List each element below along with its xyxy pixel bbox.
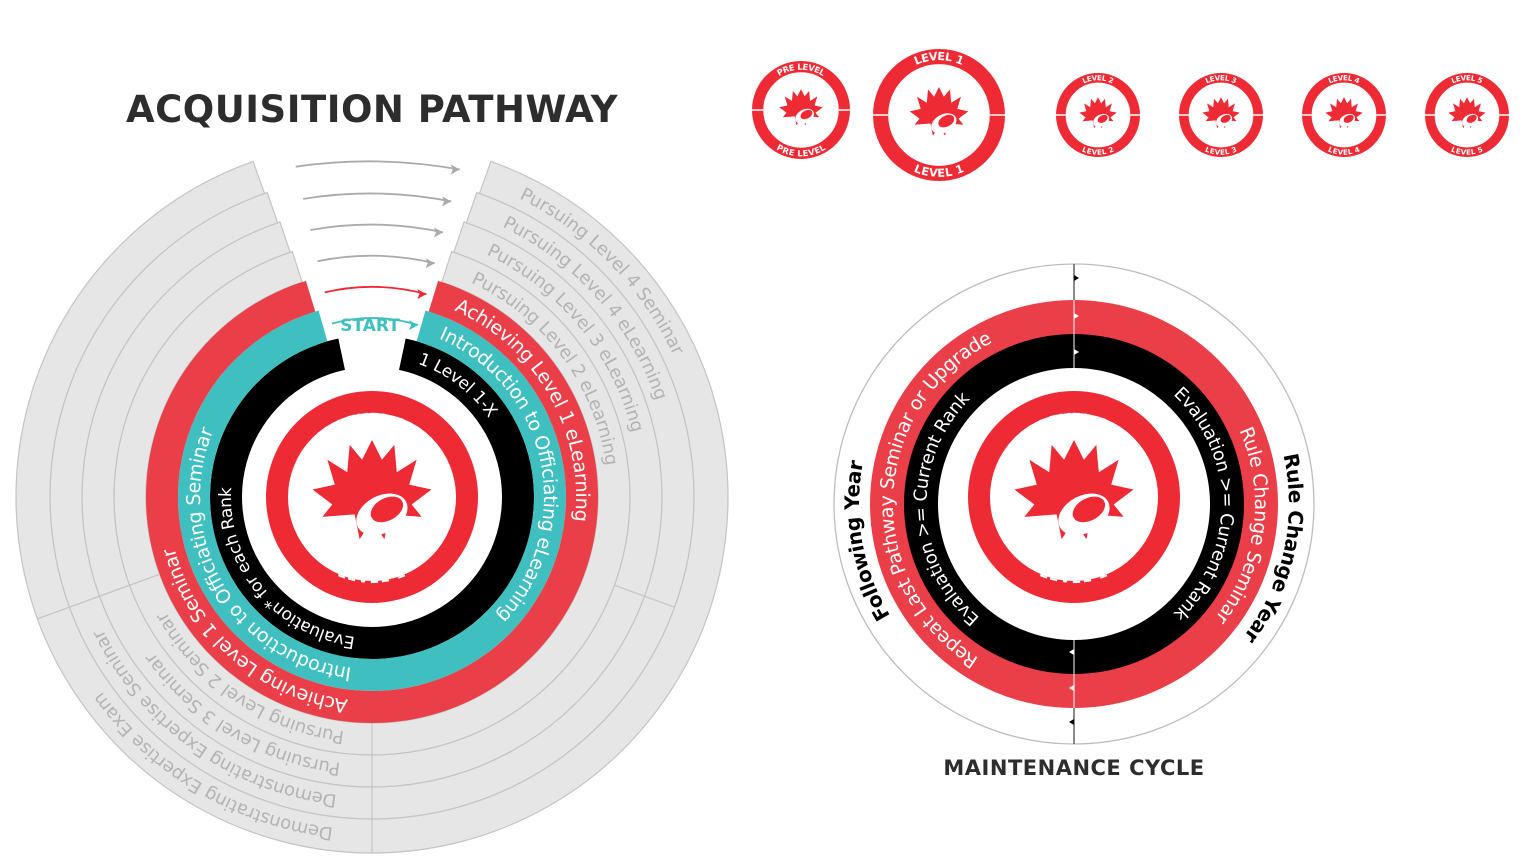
badge-bottom-label: LEVEL 1 bbox=[912, 162, 965, 180]
center-badge-top-label: LEVEL 1 bbox=[335, 411, 407, 434]
svg-text:LEVEL 1: LEVEL 1 bbox=[335, 411, 408, 434]
cycle-arrow-icon bbox=[1074, 313, 1079, 319]
start-label: START bbox=[340, 316, 400, 336]
svg-text:LEVEL 3: LEVEL 3 bbox=[1204, 145, 1238, 157]
mc-badge-top-label: LEVEL 1 bbox=[1037, 411, 1109, 434]
arrowhead-icon bbox=[425, 258, 435, 269]
svg-text:LEVEL 1: LEVEL 1 bbox=[912, 162, 965, 180]
gray-ring-4 bbox=[15, 160, 729, 854]
badge-bottom-label: LEVEL 5 bbox=[1450, 145, 1484, 157]
svg-text:LEVEL 3: LEVEL 3 bbox=[1204, 73, 1238, 85]
cycle-arrow-icon bbox=[1074, 349, 1079, 355]
svg-text:LEVEL 1: LEVEL 1 bbox=[335, 564, 408, 587]
svg-text:LEVEL 1: LEVEL 1 bbox=[912, 50, 965, 68]
cycle-arrow-icon bbox=[1069, 719, 1074, 725]
svg-text:LEVEL 5: LEVEL 5 bbox=[1450, 145, 1484, 157]
mc-badge-bottom-label: LEVEL 1 bbox=[1037, 564, 1109, 587]
arrowhead-icon bbox=[409, 320, 419, 331]
cycle-arrow-icon bbox=[1074, 275, 1079, 281]
badge-top-label: LEVEL 3 bbox=[1204, 73, 1238, 85]
maintenance-cycle-title: MAINTENANCE CYCLE bbox=[943, 756, 1205, 780]
badge-top-label: LEVEL 2 bbox=[1081, 73, 1115, 85]
svg-text:LEVEL 4: LEVEL 4 bbox=[1327, 73, 1361, 85]
level-badge: LEVEL 1 LEVEL 1 bbox=[873, 49, 1005, 181]
badge-top-label: LEVEL 5 bbox=[1450, 73, 1484, 85]
cycle-arrow-icon bbox=[1069, 649, 1074, 655]
progression-arrow bbox=[303, 192, 452, 203]
cycle-arrow-icon bbox=[1069, 685, 1074, 691]
progression-arrow bbox=[331, 317, 419, 326]
center-badge-bottom-label: LEVEL 1 bbox=[335, 564, 407, 587]
acquisition-pathway-title: ACQUISITION PATHWAY bbox=[126, 88, 618, 131]
progression-arrow bbox=[324, 285, 427, 296]
progression-arrow bbox=[317, 254, 435, 265]
progression-arrow bbox=[295, 160, 460, 171]
svg-text:LEVEL 2: LEVEL 2 bbox=[1081, 73, 1115, 85]
level-badge: LEVEL 4 LEVEL 4 bbox=[1302, 73, 1386, 157]
svg-text:LEVEL 1: LEVEL 1 bbox=[1037, 411, 1110, 434]
acquisition-center-badge: LEVEL 1 LEVEL 1 bbox=[266, 391, 478, 603]
svg-text:LEVEL 1: LEVEL 1 bbox=[1037, 564, 1110, 587]
arrowhead-icon bbox=[442, 196, 452, 207]
arrowhead-icon bbox=[433, 227, 443, 238]
level-badge: LEVEL 5 LEVEL 5 bbox=[1425, 73, 1509, 157]
maintenance-center-badge: LEVEL 1 LEVEL 1 bbox=[968, 391, 1180, 603]
ring-divider bbox=[614, 584, 675, 608]
badge-top-label: LEVEL 4 bbox=[1327, 73, 1361, 85]
badge-bottom-label: LEVEL 3 bbox=[1204, 145, 1238, 157]
badge-bottom-label: LEVEL 2 bbox=[1081, 145, 1115, 157]
svg-text:LEVEL 5: LEVEL 5 bbox=[1450, 73, 1484, 85]
svg-text:LEVEL 2: LEVEL 2 bbox=[1081, 145, 1115, 157]
svg-text:LEVEL 4: LEVEL 4 bbox=[1327, 145, 1361, 157]
progression-arrow bbox=[310, 223, 444, 234]
level-badge: LEVEL 3 LEVEL 3 bbox=[1179, 73, 1263, 157]
ring-divider bbox=[37, 573, 160, 620]
arrowhead-icon bbox=[450, 164, 460, 175]
badge-top-label: LEVEL 1 bbox=[912, 50, 965, 68]
badge-bottom-label: LEVEL 4 bbox=[1327, 145, 1361, 157]
level-badge: LEVEL 2 LEVEL 2 bbox=[1056, 73, 1140, 157]
arrowhead-icon bbox=[417, 289, 427, 300]
